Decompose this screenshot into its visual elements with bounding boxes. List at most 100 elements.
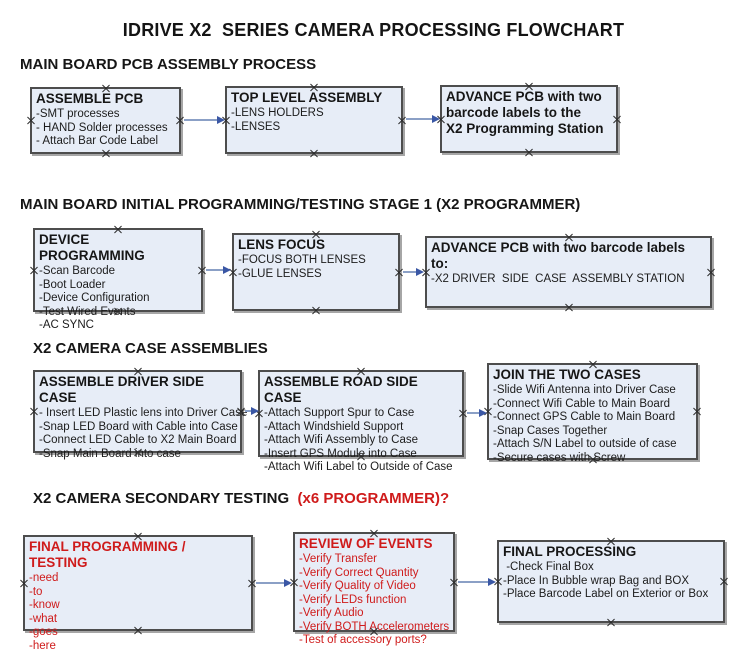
connection-handle-icon <box>565 303 573 311</box>
box-line: -Verify Correct Quantity <box>299 566 419 579</box>
connection-handle-icon <box>707 268 715 276</box>
box-line: -X2 DRIVER SIDE CASE ASSEMBLY STATION <box>431 273 685 285</box>
box-items: -FOCUS BOTH LENSES-GLUE LENSES <box>238 254 394 281</box>
box-line: -Device Configuration <box>39 292 150 304</box>
connection-handle-icon <box>607 618 615 626</box>
box-items: -Scan Barcode-Boot Loader-Device Configu… <box>39 265 197 333</box>
flow-arrow <box>206 266 231 274</box>
box-line: -Attach Wifi Label to Outside of Case <box>264 461 453 473</box>
box-line: -Scan Barcode <box>39 265 116 277</box>
section-heading-text: X2 CAMERA CASE ASSEMBLIES <box>33 340 268 357</box>
box-items: -Slide Wifi Antenna into Driver Case -Con… <box>493 384 692 465</box>
box-line: -Insert GPS Module into Case <box>264 447 417 460</box>
flow-box-review-of-events[interactable]: REVIEW OF EVENTS -Verify Transfer-Verify… <box>293 532 458 646</box>
flow-box-join-the-two-cases[interactable]: JOIN THE TWO CASES -Slide Wifi Antenna i… <box>487 363 698 464</box>
connection-handle-icon <box>176 117 184 125</box>
flow-arrow <box>406 115 440 123</box>
box-items: -Verify Transfer-Verify Correct Quantity… <box>299 553 449 648</box>
connection-handle-icon <box>30 266 38 274</box>
flow-box-advance-pcb-driver-side[interactable]: ADVANCE PCB with two barcode labels to: … <box>425 236 712 308</box>
connection-handle-icon <box>198 266 206 274</box>
connection-handle-icon <box>525 148 533 156</box>
connection-handle-icon <box>398 116 406 124</box>
box-line: -Verify BOTH Accelerometers <box>299 620 450 633</box>
connection-handle-icon <box>27 117 35 125</box>
box-line: -need <box>29 572 59 584</box>
box-title: REVIEW OF EVENTS <box>299 536 433 551</box>
box-title: ASSEMBLE DRIVER SIDE CASE <box>39 374 205 405</box>
section-heading-suffix: (x6 PROGRAMMER)? <box>297 490 450 507</box>
box-title: FINAL PROGRAMMING / TESTING <box>29 539 186 570</box>
box-line: -FOCUS BOTH LENSES <box>238 254 366 266</box>
connection-handle-icon <box>450 578 458 586</box>
box-line: -Attach S/N Label to outside of case <box>493 438 677 450</box>
flow-arrow <box>245 407 259 415</box>
box-title: ADVANCE PCB with two barcode labels to: <box>431 240 686 271</box>
box-line: - HAND Solder processes <box>36 121 168 134</box>
box-title: ADVANCE PCB with two barcode labels to t… <box>446 89 604 136</box>
box-line: -AC SYNC <box>39 319 94 331</box>
section-heading-case-assemblies: X2 CAMERA CASE ASSEMBLIES <box>33 340 268 357</box>
flow-box-lens-focus[interactable]: LENS FOCUS -FOCUS BOTH LENSES-GLUE LENSE… <box>232 233 400 311</box>
box-line: -to <box>29 585 43 598</box>
box-line: -Test of accessory ports? <box>299 634 427 646</box>
box-line: -LENS HOLDERS <box>231 107 324 119</box>
box-title: LENS FOCUS <box>238 237 326 252</box>
box-line: -Check Final Box <box>503 561 594 573</box>
box-items: -SMT processes- HAND Solder processes- A… <box>36 108 175 149</box>
box-line: -SMT processes <box>36 108 120 120</box>
flow-arrow <box>256 579 292 587</box>
box-items: - Insert LED Plastic lens into Driver Ca… <box>39 407 248 461</box>
section-heading-text: MAIN BOARD INITIAL PROGRAMMING/TESTING S… <box>20 196 581 213</box>
connection-handle-icon <box>30 408 38 416</box>
box-line: -Boot Loader <box>39 278 106 291</box>
flow-arrow <box>467 409 487 417</box>
box-line: -Slide Wifi Antenna into Driver Case <box>493 384 676 396</box>
connection-handle-icon <box>459 410 467 418</box>
flow-box-assemble-driver-side-case[interactable]: ASSEMBLE DRIVER SIDE CASE - Insert LED P… <box>30 370 247 460</box>
section-heading-text: MAIN BOARD PCB ASSEMBLY PROCESS <box>20 56 317 73</box>
section-heading-secondary-testing: X2 CAMERA SECONDARY TESTING (x6 PROGRAMM… <box>33 490 449 507</box>
section-heading-text: X2 CAMERA SECONDARY TESTING <box>33 490 298 507</box>
box-line: -Attach Support Spur to Case <box>264 407 415 419</box>
box-line: -Place In Bubble wrap Bag and BOX <box>503 574 690 587</box>
flow-box-advance-pcb-programming-station[interactable]: ADVANCE PCB with two barcode labels to t… <box>440 85 618 153</box>
connection-handle-icon <box>395 268 403 276</box>
box-line: -Verify Quality of Video <box>299 580 416 592</box>
box-line: -what <box>29 612 58 625</box>
flow-box-final-programming-testing[interactable]: FINAL PROGRAMMING / TESTING -need-to-kno… <box>23 535 256 652</box>
box-items: -Attach Support Spur to Case-Attach Wind… <box>264 407 458 475</box>
box-items: -need-to-know-what-goes-here <box>29 572 247 653</box>
flow-arrow <box>403 268 424 276</box>
flow-box-top-level-assembly[interactable]: TOP LEVEL ASSEMBLY -LENS HOLDERS-LENSES <box>225 86 403 154</box>
box-title: TOP LEVEL ASSEMBLY <box>231 90 383 105</box>
box-line: -Snap Main Board into case <box>39 447 181 460</box>
box-line: -GLUE LENSES <box>238 267 322 280</box>
box-line: -Test Wired Events <box>39 305 136 318</box>
box-line: - Attach Bar Code Label <box>36 135 159 147</box>
box-line: -Snap Cases Together <box>493 424 608 437</box>
flow-arrow <box>184 116 225 124</box>
box-items: -LENS HOLDERS-LENSES <box>231 107 397 134</box>
box-title: ASSEMBLE ROAD SIDE CASE <box>264 374 418 405</box>
connection-handle-icon <box>720 578 728 586</box>
box-line: -goes <box>29 626 58 638</box>
flow-box-assemble-road-side-case[interactable]: ASSEMBLE ROAD SIDE CASE -Attach Support … <box>258 370 467 473</box>
connection-handle-icon <box>312 306 320 314</box>
box-line: -Verify Audio <box>299 607 364 619</box>
box-line: -Place Barcode Label on Exterior or Box <box>503 588 709 600</box>
flow-box-device-programming[interactable]: DEVICE PROGRAMMING -Scan Barcode-Boot Lo… <box>30 228 206 331</box>
box-line: -Verify LEDs function <box>299 593 407 606</box>
flow-box-final-processing[interactable]: FINAL PROCESSING -Check Final Box-Place … <box>497 540 725 623</box>
connection-handle-icon <box>248 579 256 587</box>
box-line: -here <box>29 639 56 652</box>
box-line: -Connect LED Cable to X2 Main Board <box>39 434 237 446</box>
box-items: -X2 DRIVER SIDE CASE ASSEMBLY STATION <box>431 273 706 287</box>
box-line: -Verify Transfer <box>299 553 377 565</box>
box-title: FINAL PROCESSING <box>503 544 637 559</box>
box-line: - Insert LED Plastic lens into Driver Ca… <box>39 407 248 419</box>
box-line: -Connect GPS Cable to Main Board <box>493 411 676 423</box>
box-title: ASSEMBLE PCB <box>36 91 144 106</box>
flow-box-assemble-pcb[interactable]: ASSEMBLE PCB -SMT processes- HAND Solder… <box>30 87 181 154</box>
